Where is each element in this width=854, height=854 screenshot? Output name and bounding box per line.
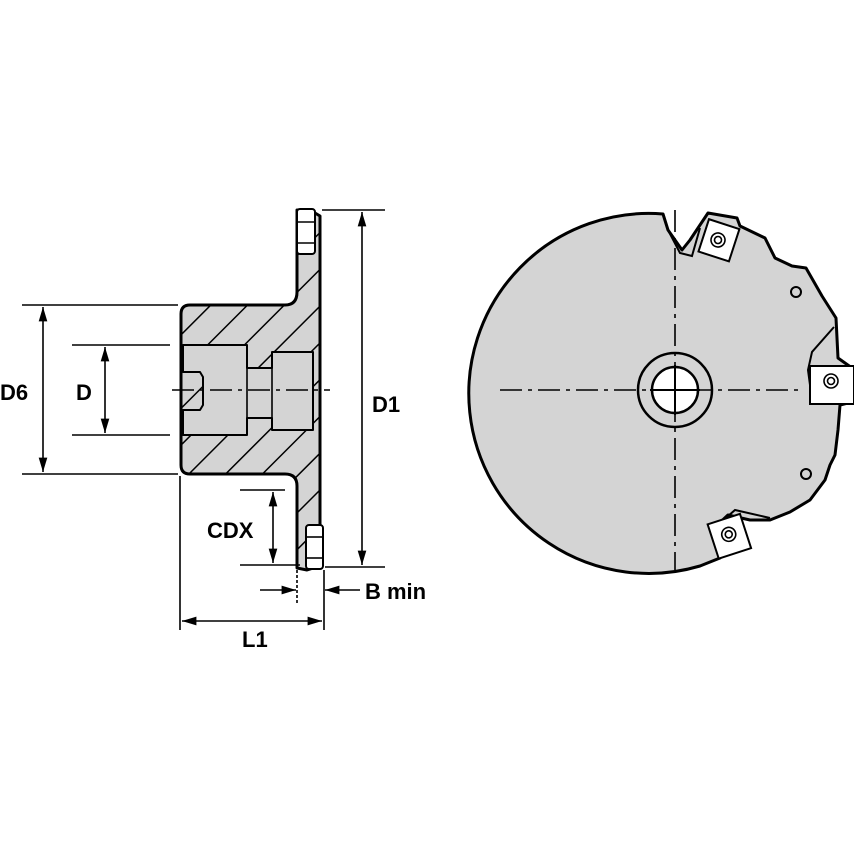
dimension-d: D (72, 344, 170, 436)
dimension-l1: L1 (179, 476, 322, 652)
cdx-label: CDX (207, 518, 254, 543)
top-insert (296, 208, 316, 255)
d1-label: D1 (372, 392, 400, 417)
dimension-b-min: B min (260, 560, 426, 630)
dimension-d1: D1 (322, 209, 400, 568)
dimension-d6: D6 (0, 304, 178, 475)
front-view (467, 210, 854, 575)
insert-right (809, 365, 854, 405)
side-section-view (172, 208, 330, 572)
insert-bottom (706, 512, 753, 560)
bottom-insert (305, 524, 324, 570)
insert-pocket (667, 227, 701, 258)
dimension-cdx: CDX (207, 489, 300, 566)
mounting-hole (790, 286, 802, 298)
insert-top (697, 217, 741, 263)
b-min-label: B min (365, 579, 426, 604)
l1-label: L1 (242, 627, 268, 652)
d-label: D (76, 380, 92, 405)
mounting-hole (800, 468, 812, 480)
d6-label: D6 (0, 380, 28, 405)
